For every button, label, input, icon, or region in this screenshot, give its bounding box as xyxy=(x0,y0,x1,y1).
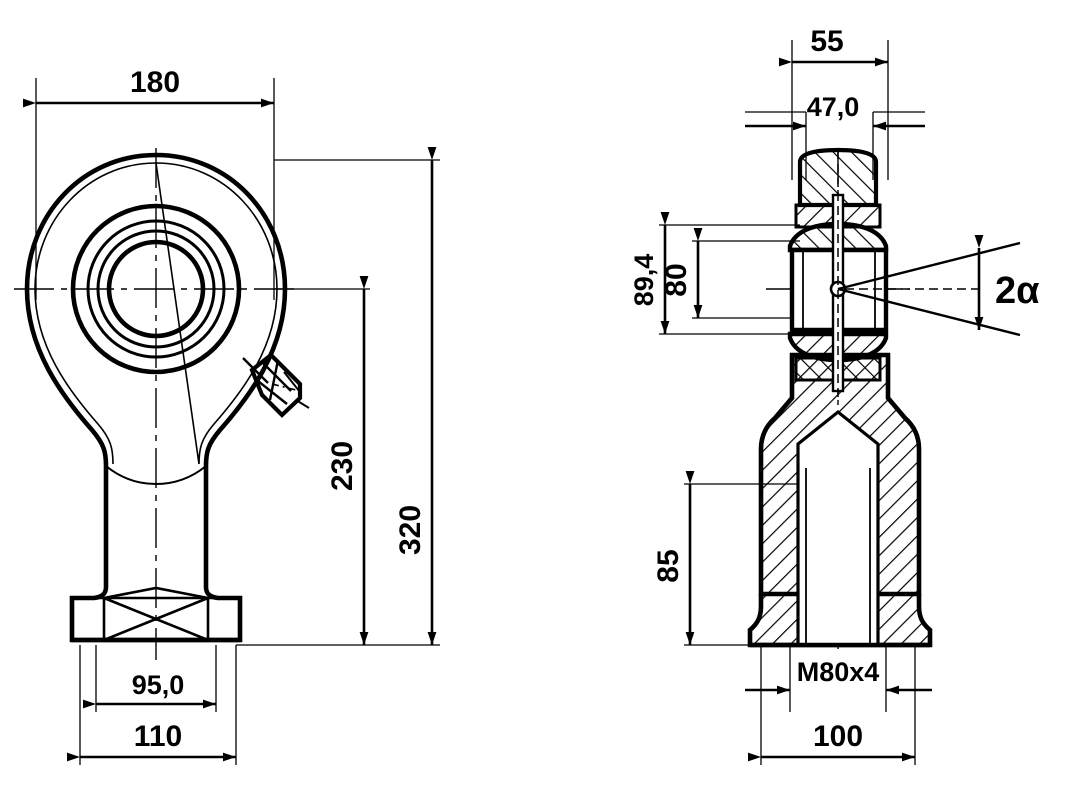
side-view-shank xyxy=(747,352,933,648)
dimension-width-95: 95,0 xyxy=(83,670,216,709)
dimension-label-95: 95,0 xyxy=(132,670,185,700)
front-view-extension-lines xyxy=(35,78,440,765)
dimension-label-180: 180 xyxy=(130,66,180,99)
angle-label-2alpha: 2α xyxy=(995,270,1040,312)
dimension-label-894: 89,4 xyxy=(629,254,659,307)
dimension-height-85: 85 xyxy=(652,471,695,645)
dimension-label-80: 80 xyxy=(660,263,693,296)
side-view-bearing-housing xyxy=(787,147,889,400)
angle-2alpha-indicator: 2α xyxy=(837,235,1040,337)
side-view-extension-lines xyxy=(659,40,932,765)
front-view-bearing-circles xyxy=(70,203,242,375)
dimension-height-80: 80 xyxy=(660,228,703,318)
dimension-height-320: 320 xyxy=(394,147,437,645)
grease-nipple-icon xyxy=(242,352,310,418)
dimension-label-110: 110 xyxy=(134,720,182,753)
dimension-label-100: 100 xyxy=(813,720,863,753)
dimension-height-230: 230 xyxy=(326,276,369,645)
dimension-width-110: 110 xyxy=(67,720,236,762)
front-view: 180 230 320 95,0 110 xyxy=(14,66,440,765)
dimension-label-m80x4: M80x4 xyxy=(797,657,880,687)
dimension-width-55: 55 xyxy=(779,25,888,67)
dimension-label-230: 230 xyxy=(326,441,359,491)
dimension-width-47: 47,0 xyxy=(745,92,925,131)
front-view-hex-nut xyxy=(72,586,240,643)
dimension-width-180: 180 xyxy=(23,66,274,108)
side-view: 2α 55 47,0 89,4 80 85 xyxy=(629,25,1040,765)
dimension-width-100: 100 xyxy=(748,720,915,762)
dimension-height-894: 89,4 xyxy=(629,212,670,334)
dimension-label-47: 47,0 xyxy=(807,92,860,122)
front-view-center-lines xyxy=(14,148,300,660)
dimension-thread-m80x4: M80x4 xyxy=(745,657,932,695)
dimension-label-85: 85 xyxy=(652,549,685,582)
dimension-label-320: 320 xyxy=(394,505,427,555)
dimension-label-55: 55 xyxy=(810,25,843,58)
